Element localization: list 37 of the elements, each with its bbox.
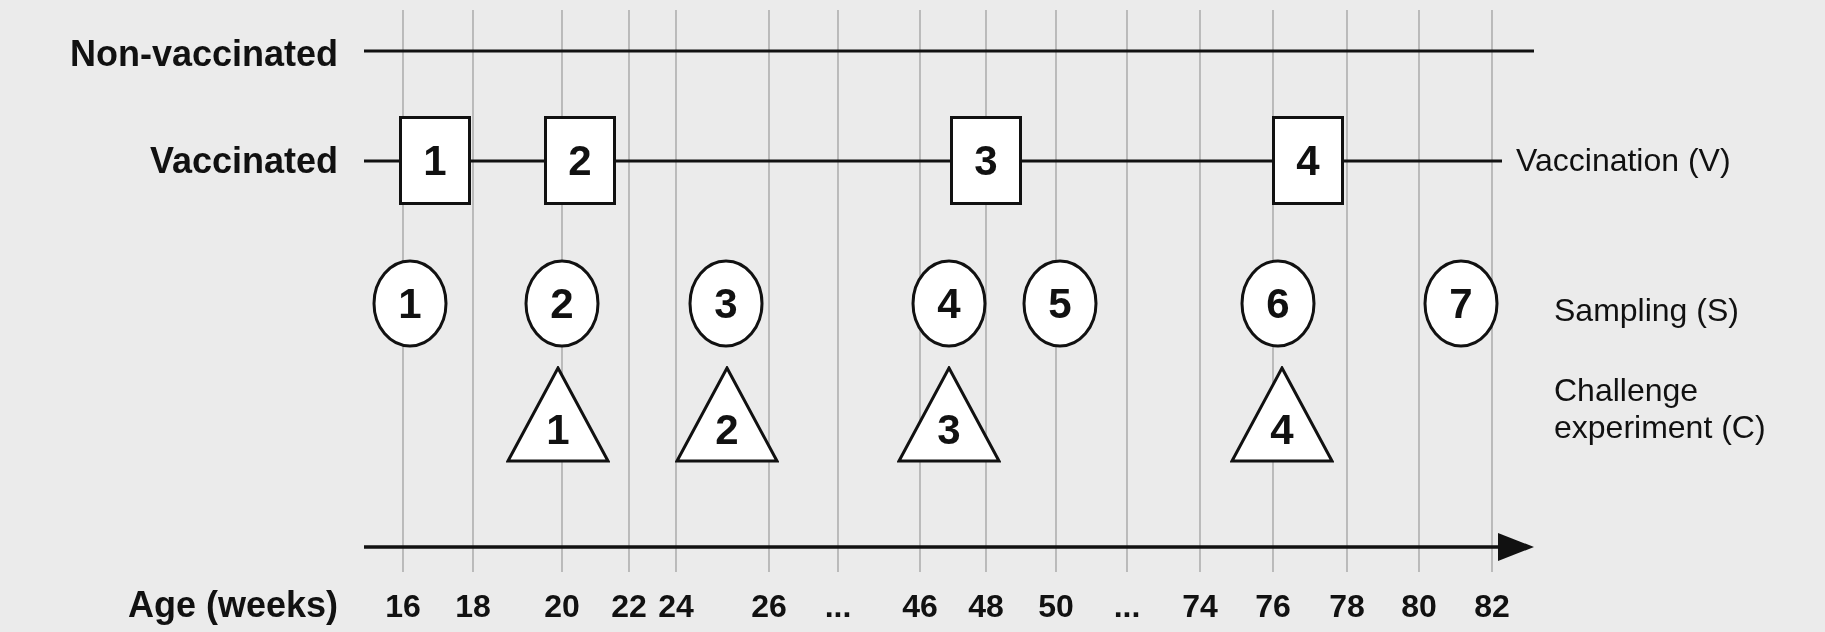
vaccination-box: 1 (399, 116, 471, 205)
tick-label: 22 (611, 588, 647, 625)
vaccination-box: 2 (544, 116, 616, 205)
row-label: Non-vaccinated (69, 33, 338, 75)
row-label: Vaccinated (149, 140, 338, 182)
vaccination-box: 3 (950, 116, 1022, 205)
vaccination-box: 4 (1272, 116, 1344, 205)
row-label: Challenge experiment (C) (1554, 372, 1767, 446)
tick-label: ... (824, 588, 852, 625)
tick-label: ... (1113, 588, 1141, 625)
sampling-circle: 4 (911, 259, 987, 348)
tick-label: 46 (902, 588, 938, 625)
tick-label: 24 (658, 588, 694, 625)
row-label: Sampling (S) (1554, 292, 1739, 329)
axis-title: Age (weeks) (127, 584, 338, 626)
sampling-circle: 3 (688, 259, 764, 348)
sampling-circle: 6 (1240, 259, 1316, 348)
row-label: Vaccination (V) (1516, 142, 1731, 179)
tick-label: 20 (544, 588, 580, 625)
tick-label: 82 (1474, 588, 1510, 625)
sampling-circle: 7 (1423, 259, 1499, 348)
sampling-circle: 1 (372, 259, 448, 348)
tick-label: 74 (1182, 588, 1218, 625)
tick-label: 18 (455, 588, 491, 625)
tick-label: 26 (751, 588, 787, 625)
tick-label: 78 (1329, 588, 1365, 625)
sampling-circle: 2 (524, 259, 600, 348)
tick-label: 76 (1255, 588, 1291, 625)
challenge-triangle: 2 (675, 366, 779, 463)
challenge-triangle: 3 (897, 366, 1001, 463)
sampling-circle: 5 (1022, 259, 1098, 348)
tick-label: 80 (1401, 588, 1437, 625)
tick-label: 16 (385, 588, 421, 625)
challenge-triangle: 1 (506, 366, 610, 463)
tick-label: 50 (1038, 588, 1074, 625)
challenge-triangle: 4 (1230, 366, 1334, 463)
tick-label: 48 (968, 588, 1004, 625)
